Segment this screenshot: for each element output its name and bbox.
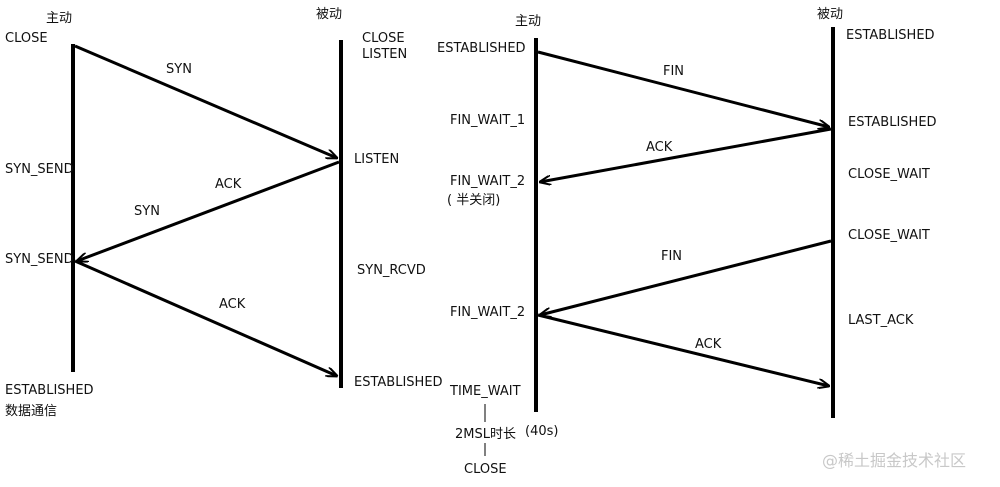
active-title: 主动 (46, 11, 72, 26)
msg-syn-1: SYN (166, 62, 192, 77)
syn-arrow-1 (74, 44, 337, 158)
passive-title: 被动 (817, 7, 843, 22)
ack-arrow-1 (74, 259, 337, 376)
msg-ack-1: ACK (215, 177, 242, 192)
teardown-section: 主动 被动 ESTABLISHED FIN_WAIT_1 FIN_WAIT_2 … (437, 7, 937, 477)
state-established-passive: ESTABLISHED (354, 375, 443, 390)
fin-arrow-2 (540, 239, 832, 315)
watermark: @稀土掘金技术社区 (822, 451, 966, 470)
msg-syn-2: SYN (134, 204, 160, 219)
state-syn-rcvd: SYN_RCVD (357, 263, 426, 278)
state-fin-wait-2b: FIN_WAIT_2 (450, 305, 525, 320)
state-close-passive: CLOSE (362, 31, 405, 46)
half-close-note: ( 半关闭) (447, 193, 500, 208)
msg-ack-2: ACK (695, 337, 722, 352)
ack-arrow-1 (540, 127, 832, 182)
passive-title: 被动 (316, 7, 342, 22)
state-established-passive-1: ESTABLISHED (846, 28, 935, 43)
state-syn-send-1: SYN_SEND (5, 162, 74, 177)
handshake-section: 主动 被动 CLOSE SYN_SEND SYN_SEND ESTABLISHE… (5, 7, 443, 419)
msl-label: 2MSL时长 (455, 427, 516, 442)
state-syn-send-2: SYN_SEND (5, 252, 74, 267)
msg-fin-2: FIN (661, 249, 682, 264)
state-close-active: CLOSE (464, 462, 507, 477)
ack-arrow-2 (537, 313, 829, 386)
state-time-wait: TIME_WAIT (449, 384, 521, 399)
state-close-wait-2: CLOSE_WAIT (848, 228, 930, 243)
data-transfer-label: 数据通信 (5, 404, 57, 419)
syn-ack-arrow (77, 160, 340, 261)
state-fin-wait-2: FIN_WAIT_2 (450, 174, 525, 189)
msg-ack-2: ACK (219, 297, 246, 312)
state-close-wait-1: CLOSE_WAIT (848, 167, 930, 182)
active-title: 主动 (515, 14, 541, 29)
state-last-ack: LAST_ACK (848, 313, 914, 328)
state-close-active: CLOSE (5, 31, 48, 46)
state-fin-wait-1: FIN_WAIT_1 (450, 113, 525, 128)
fin-arrow-1 (537, 50, 829, 127)
state-listen-passive-1: LISTEN (362, 47, 407, 62)
state-listen-passive-2: LISTEN (354, 152, 399, 167)
state-established-active: ESTABLISHED (5, 383, 94, 398)
state-established-active: ESTABLISHED (437, 41, 526, 56)
duration-label: (40s) (525, 424, 558, 439)
state-established-passive-2: ESTABLISHED (848, 115, 937, 130)
msg-fin-1: FIN (663, 64, 684, 79)
msg-ack-1: ACK (646, 140, 673, 155)
